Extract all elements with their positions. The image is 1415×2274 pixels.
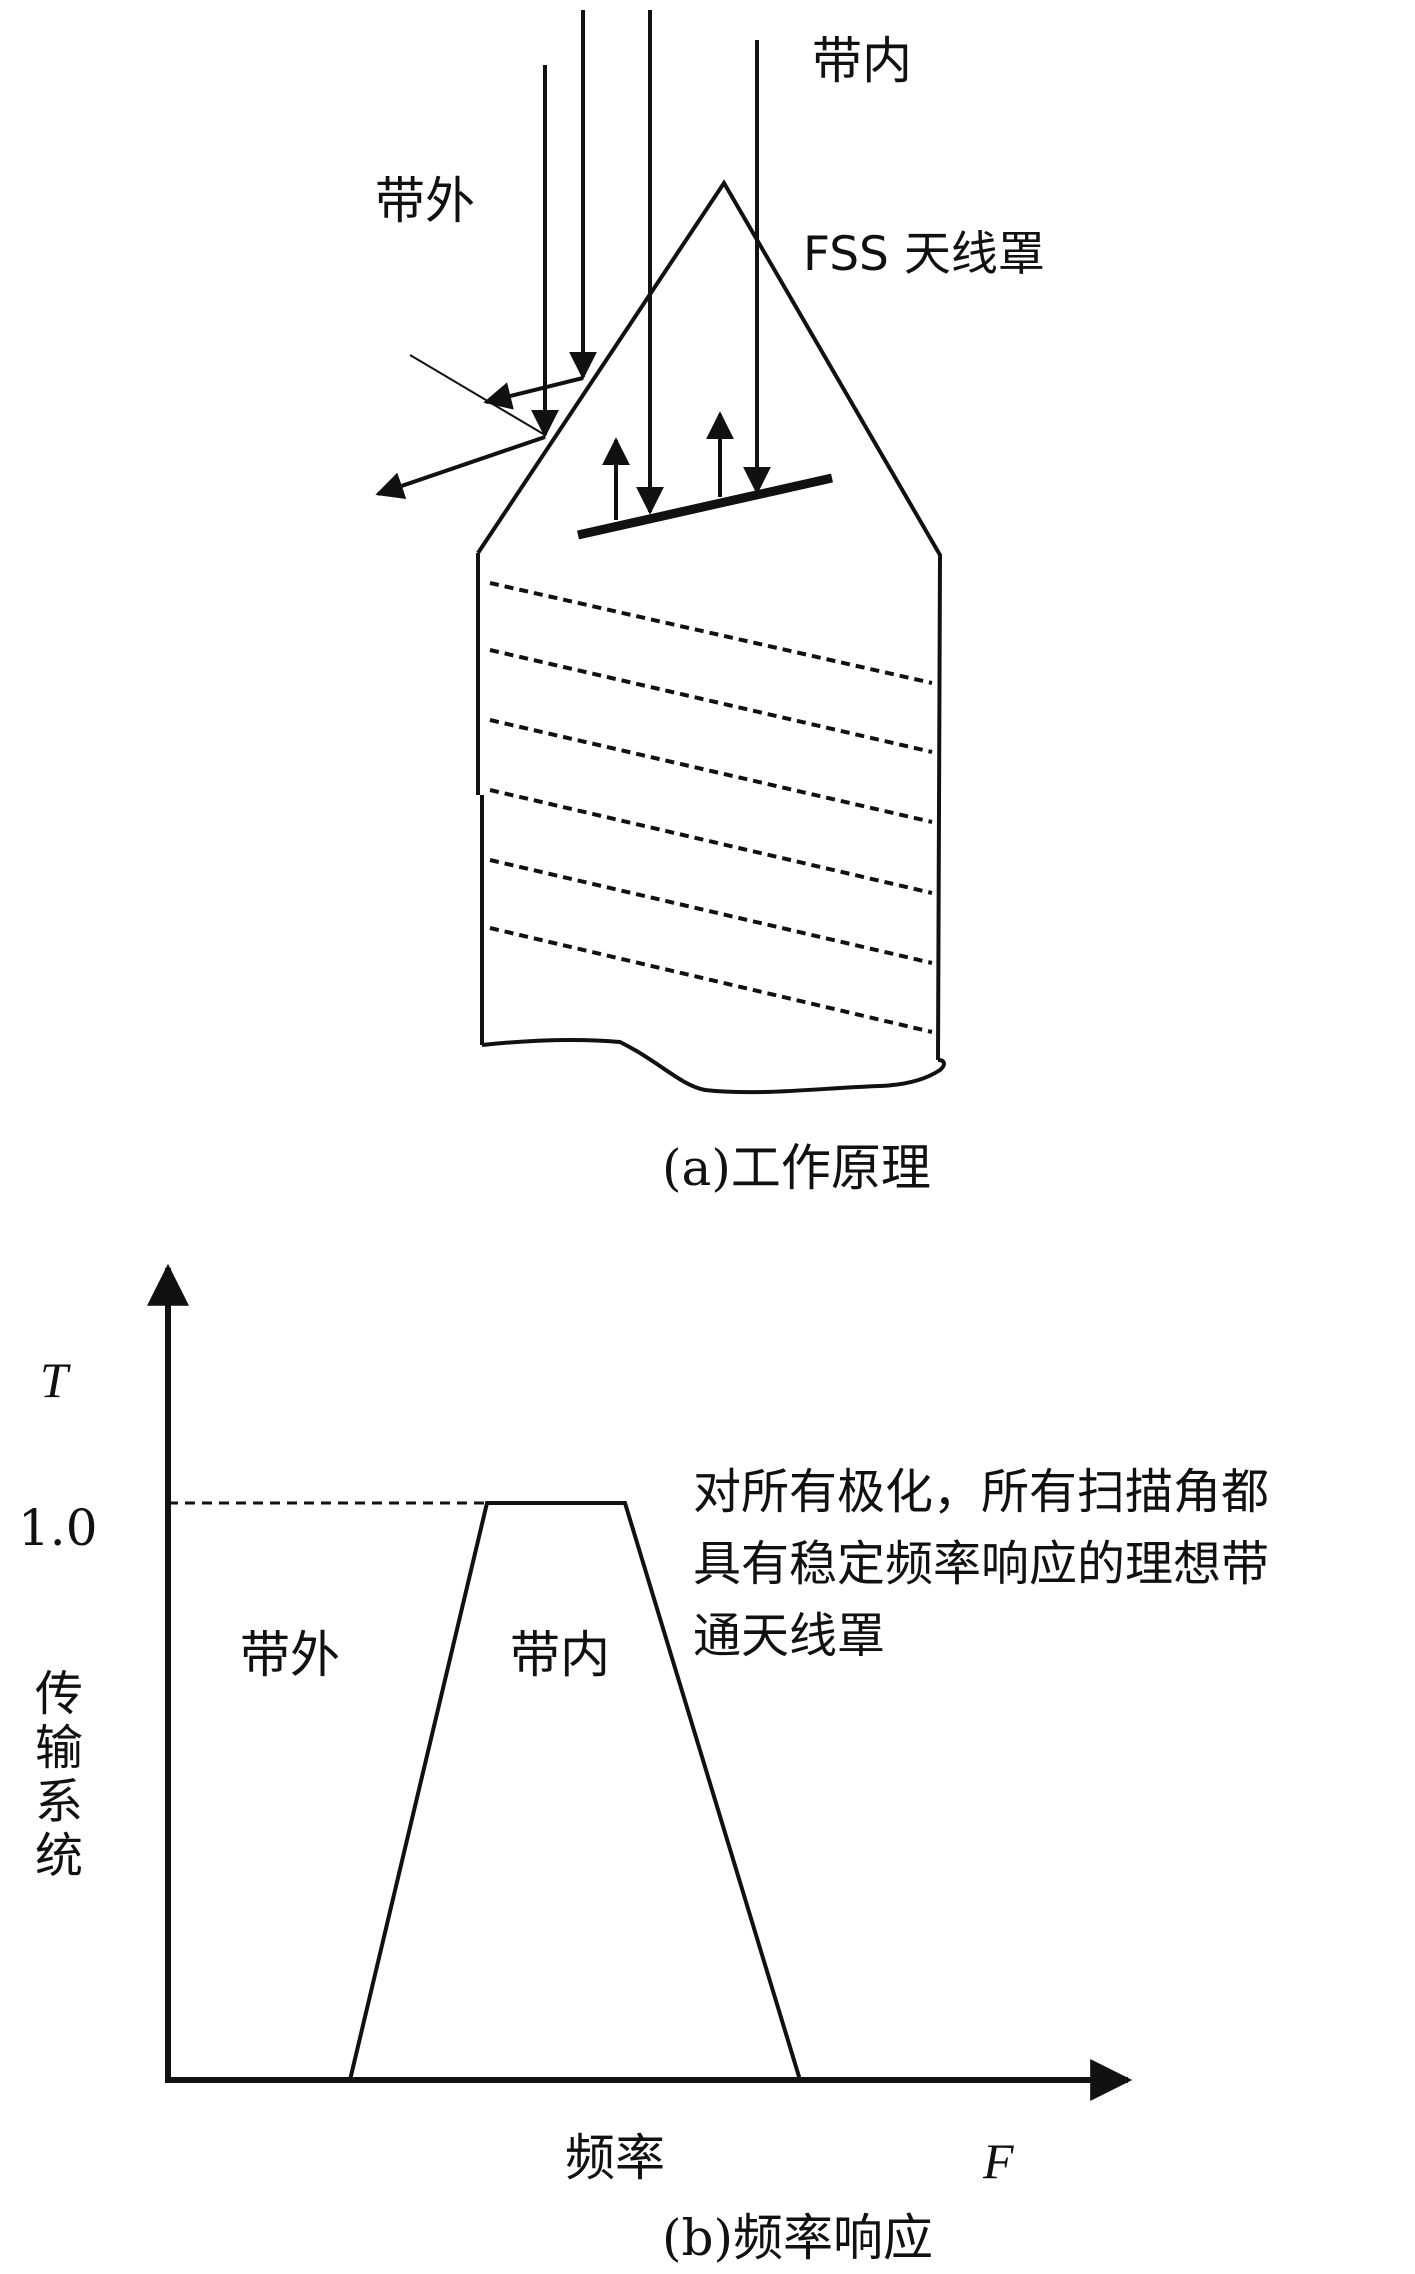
caption-a: (a)工作原理 <box>662 1139 931 1197</box>
y-tick-1-0: 1.0 <box>18 1499 98 1557</box>
frequency-response-chart: T 1.0 传 输 系 统 频率 F 带外 带内 对所有极化，所有扫描角都 具有… <box>18 1263 1269 2267</box>
response-curve <box>348 1501 802 2081</box>
radome-diagram: 带内 带外 FSS 天线罩 (a)工作原理 <box>375 10 1045 1197</box>
fss-layer-line <box>489 858 933 965</box>
fss-layer-line <box>489 648 933 754</box>
caption-b: (b)频率响应 <box>662 2209 933 2267</box>
annotation-line: 对所有极化，所有扫描角都 <box>693 1464 1269 1520</box>
antenna-plate <box>577 473 833 540</box>
region-in-band: 带内 <box>510 1626 610 1684</box>
annotation-line: 具有稳定频率响应的理想带 <box>693 1536 1269 1592</box>
y-axis-symbol: T <box>40 1352 71 1408</box>
label-out-band: 带外 <box>375 172 475 230</box>
fss-layer-line <box>489 581 933 685</box>
out-band-reflected-arrow <box>483 376 584 410</box>
fss-layer-line <box>489 788 933 895</box>
y-axis-title-char: 传 <box>35 1666 83 1722</box>
out-band-incident-ray <box>409 354 546 436</box>
x-axis-title: 频率 <box>565 2129 665 2187</box>
fss-layer-line <box>489 718 933 824</box>
label-in-band: 带内 <box>812 32 912 90</box>
radome-break-line <box>481 1037 946 1095</box>
out-band-reflected-arrow <box>375 435 546 500</box>
radome-outline <box>476 179 943 1061</box>
fss-layer-line <box>489 926 933 1034</box>
x-axis-symbol: F <box>982 2133 1014 2189</box>
y-axis-title: 传 输 系 统 <box>35 1666 83 1884</box>
fss-layers <box>489 581 933 1034</box>
region-out-band: 带外 <box>240 1626 340 1684</box>
y-axis-title-char: 系 <box>35 1774 83 1830</box>
annotation-line: 通天线罩 <box>693 1608 885 1664</box>
y-axis-title-char: 输 <box>35 1720 83 1776</box>
annotation: 对所有极化，所有扫描角都 具有稳定频率响应的理想带 通天线罩 <box>693 1464 1269 1664</box>
y-axis-title-char: 统 <box>35 1828 83 1884</box>
label-fss-radome: FSS 天线罩 <box>803 227 1045 282</box>
